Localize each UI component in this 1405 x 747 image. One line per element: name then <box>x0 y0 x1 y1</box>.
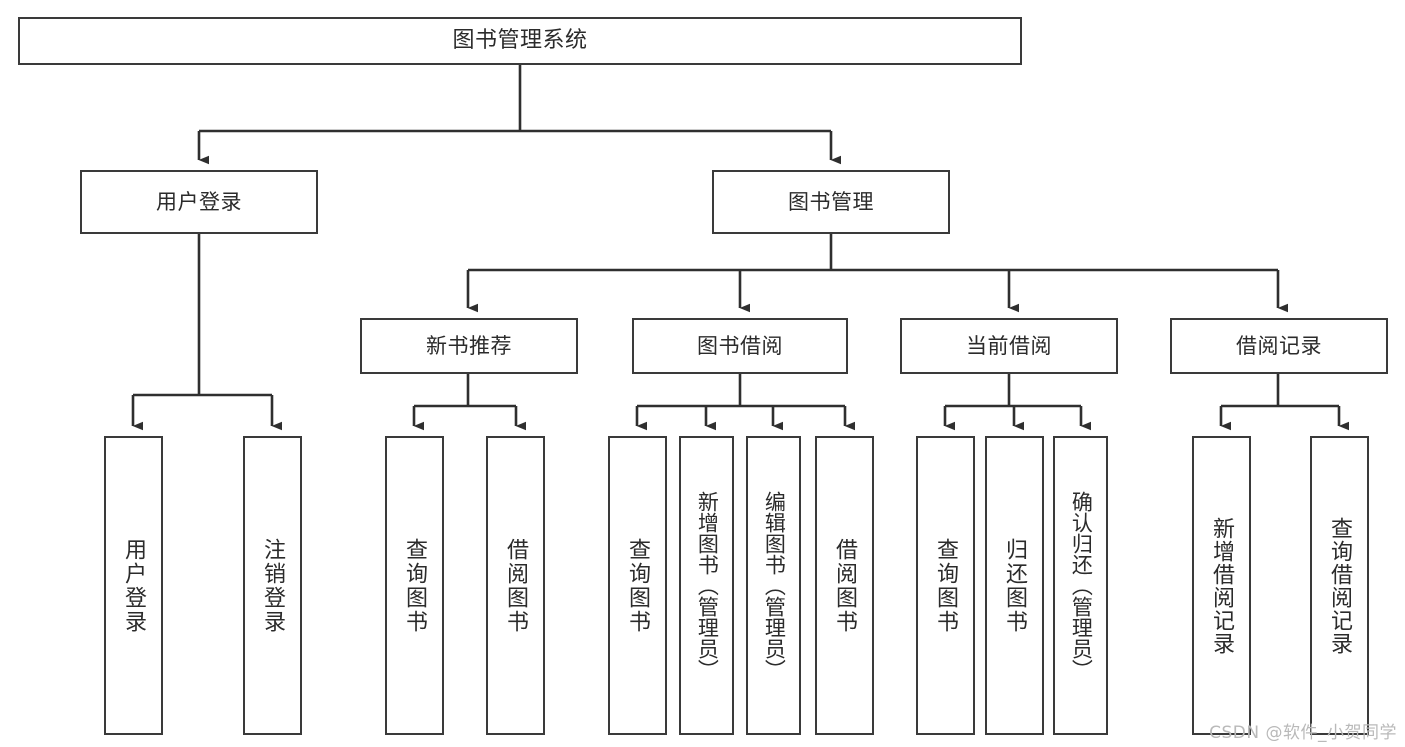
node-new-book-recommend-label: 新书推荐 <box>426 333 512 358</box>
node-leaf-query-borrow-record[interactable]: 查询借阅记录 <box>1310 436 1369 735</box>
node-leaf-borrow-book-1-label: 借阅图书 <box>503 537 529 634</box>
node-book-borrow-label: 图书借阅 <box>697 333 783 358</box>
node-leaf-borrow-book-1[interactable]: 借阅图书 <box>486 436 545 735</box>
node-book-manage[interactable]: 图书管理 <box>712 170 950 234</box>
node-leaf-user-login[interactable]: 用户登录 <box>104 436 163 735</box>
node-leaf-confirm-return-label: 确认归还（管理员） <box>1069 491 1094 680</box>
node-leaf-add-book[interactable]: 新增图书（管理员） <box>679 436 734 735</box>
node-new-book-recommend[interactable]: 新书推荐 <box>360 318 578 374</box>
node-leaf-query-book-1[interactable]: 查询图书 <box>385 436 444 735</box>
node-leaf-user-logout-label: 注销登录 <box>260 537 286 634</box>
node-leaf-user-logout[interactable]: 注销登录 <box>243 436 302 735</box>
node-borrow-record-label: 借阅记录 <box>1236 333 1322 358</box>
node-borrow-record[interactable]: 借阅记录 <box>1170 318 1388 374</box>
node-root-label: 图书管理系统 <box>452 28 588 53</box>
node-current-borrow-label: 当前借阅 <box>966 333 1052 358</box>
node-leaf-add-book-label: 新增图书（管理员） <box>695 491 720 680</box>
node-user-login[interactable]: 用户登录 <box>80 170 318 234</box>
node-user-login-label: 用户登录 <box>156 189 242 214</box>
node-leaf-query-book-3[interactable]: 查询图书 <box>916 436 975 735</box>
node-leaf-query-book-3-label: 查询图书 <box>933 537 959 634</box>
node-leaf-return-book[interactable]: 归还图书 <box>985 436 1044 735</box>
csdn-watermark: CSDN @软件_小贺同学 <box>1209 723 1397 743</box>
node-leaf-add-borrow-record-label: 新增借阅记录 <box>1209 516 1235 655</box>
node-leaf-borrow-book-2[interactable]: 借阅图书 <box>815 436 874 735</box>
node-leaf-query-book-2[interactable]: 查询图书 <box>608 436 667 735</box>
node-root[interactable]: 图书管理系统 <box>18 17 1022 65</box>
node-leaf-edit-book[interactable]: 编辑图书（管理员） <box>746 436 801 735</box>
node-leaf-return-book-label: 归还图书 <box>1002 537 1028 634</box>
node-leaf-add-borrow-record[interactable]: 新增借阅记录 <box>1192 436 1251 735</box>
node-current-borrow[interactable]: 当前借阅 <box>900 318 1118 374</box>
node-leaf-confirm-return[interactable]: 确认归还（管理员） <box>1053 436 1108 735</box>
node-leaf-edit-book-label: 编辑图书（管理员） <box>762 491 787 680</box>
node-book-borrow[interactable]: 图书借阅 <box>632 318 848 374</box>
node-leaf-query-book-2-label: 查询图书 <box>625 537 651 634</box>
node-book-manage-label: 图书管理 <box>788 189 874 214</box>
node-leaf-user-login-label: 用户登录 <box>121 537 147 634</box>
node-leaf-query-borrow-record-label: 查询借阅记录 <box>1327 516 1353 655</box>
node-leaf-query-book-1-label: 查询图书 <box>402 537 428 634</box>
node-leaf-borrow-book-2-label: 借阅图书 <box>832 537 858 634</box>
